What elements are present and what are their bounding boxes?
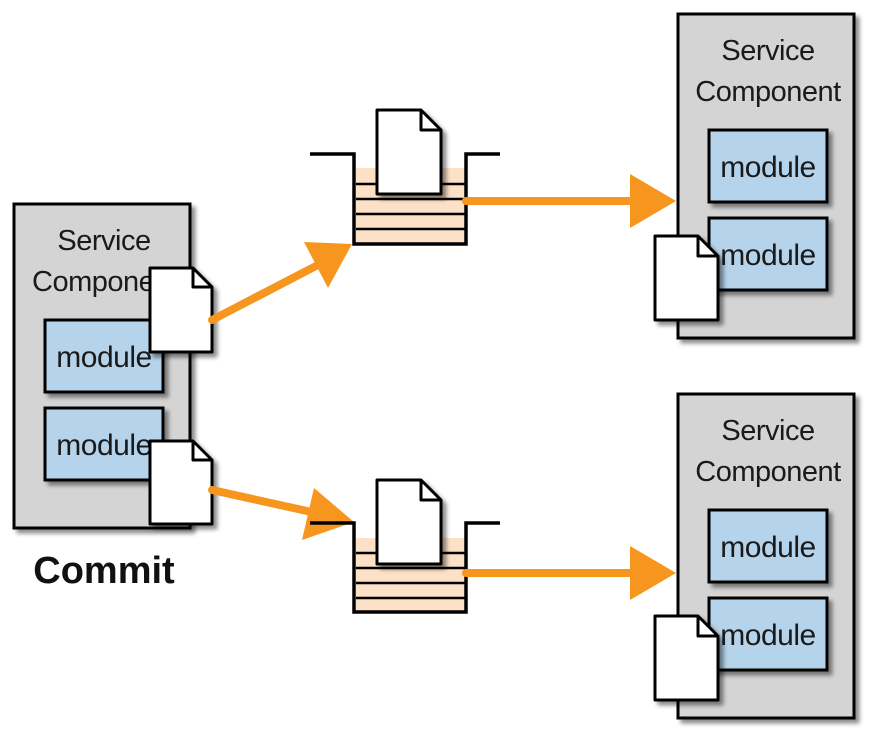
arrow-icon <box>208 486 354 540</box>
document-icon <box>653 234 720 322</box>
target-2-title-line1: Service <box>721 415 814 447</box>
target-2-module-label-2: module <box>720 619 815 652</box>
arrow-icon <box>462 546 676 600</box>
source-module-label-1: module <box>56 341 151 374</box>
source-module-box-1 <box>43 318 165 394</box>
arrow-icon <box>462 174 676 228</box>
target-1-title-line1: Service <box>721 35 814 67</box>
source-service-component: Service Compone module module <box>12 202 192 530</box>
document-icon <box>148 266 214 354</box>
document-icon <box>148 439 214 526</box>
queue-icon <box>310 521 500 614</box>
source-service-title-line1: Service <box>57 225 150 257</box>
target-1-module-box-1 <box>707 128 829 204</box>
target-1-module-label-1: module <box>720 151 815 184</box>
target-2-module-label-1: module <box>720 531 815 564</box>
document-icon <box>375 478 443 566</box>
target-1-module-label-2: module <box>720 239 815 272</box>
document-icon <box>375 108 443 196</box>
source-service-title-line2: Compone <box>32 266 154 298</box>
target-2-title-line2: Component <box>695 456 841 488</box>
target-2-module-box-1 <box>707 508 829 584</box>
commit-caption: Commit <box>33 550 175 592</box>
target-1-title-line2: Component <box>695 76 841 108</box>
document-icon <box>653 614 720 702</box>
source-module-box-2 <box>43 406 165 482</box>
source-module-label-2: module <box>56 429 151 462</box>
arrow-icon <box>208 242 352 324</box>
